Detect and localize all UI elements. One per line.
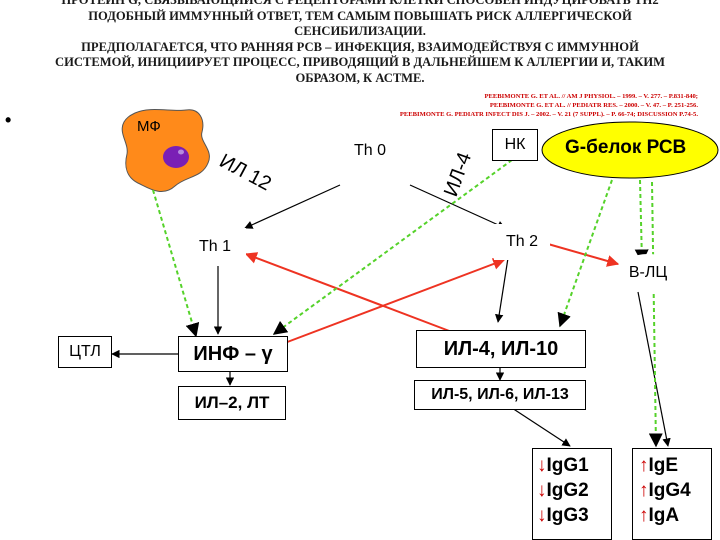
reference-line: PEEBIMONTE G. ET AL. // PEDIATR RES. – 2… [489,102,698,109]
igg3-label: IgG3 [546,505,589,526]
th2-node: Th 2 [494,224,550,260]
th1-label: Th 1 [198,238,231,255]
iga-label: IgA [648,505,680,526]
green-arrow-g-to-ige [648,181,663,448]
header-line: ПОДОБНЫЙ ИММУННЫЙ ОТВЕТ, ТЕМ САМЫМ ПОВЫШ… [88,8,632,23]
th2-label: Th 2 [505,233,538,250]
ctl-label: ЦТЛ [69,343,101,360]
il5-il6-il13-label: ИЛ-5, ИЛ-6, ИЛ-13 [431,386,569,403]
arrow-blc-to-ige [637,291,671,447]
nk-node: НК [492,129,538,161]
reference-line: PEEBIMONTE G. ET AL. // AM J PHYSIOL. – … [484,93,698,100]
mf-label: МФ [137,118,161,135]
arrow-il5-to-igg [511,407,571,447]
header-line: ОБРАЗОМ, К АСТМЕ. [295,70,425,85]
arrow-th2-to-il4-il10 [495,257,509,323]
th0-label: Th 0 [353,142,386,159]
nk-label: НК [504,136,526,153]
green-arrow-nk-to-inf [272,159,513,335]
green-arrow-g-to-il4-il10 [557,179,613,328]
ig-up-list: ↑IgE ↑IgG4 ↑IgA [639,453,691,528]
th1-node: Th 1 [184,228,246,266]
igg3-item: ↓IgG3 [537,503,589,528]
b-lc-node: B-ЛЦ [616,254,680,292]
header-line: СИСТЕМОЙ, ИНИЦИИРУЕТ ПРОЦЕСС, ПРИВОДЯЩИЙ… [54,55,665,70]
il2-lt-node: ИЛ–2, ЛТ [178,386,286,420]
il5-il6-il13-node: ИЛ-5, ИЛ-6, ИЛ-13 [414,380,586,410]
arrow-th0-to-th1 [244,184,341,229]
macrophage-nucleus-dot [178,149,184,155]
igg4-item: ↑IgG4 [639,478,691,503]
ctl-node: ЦТЛ [58,336,112,368]
il2-lt-label: ИЛ–2, ЛТ [194,393,270,412]
g-protein-label: G-белок РСВ [565,137,687,158]
references: PEEBIMONTE G. ET AL. // AM J PHYSIOL. – … [400,92,698,119]
inf-gamma-label: ИНФ – γ [193,342,273,365]
il4-il10-node: ИЛ-4, ИЛ-10 [416,330,586,368]
igg1-label: IgG1 [546,455,589,476]
up-arrow-icon: ↑ [639,455,649,476]
arrow-th0-to-th2 [409,184,506,229]
ig-up-box: ↑IgE ↑IgG4 ↑IgA [632,448,712,540]
b-lc-label: B-ЛЦ [628,264,668,281]
bullet-mark: • [5,110,12,130]
igg2-label: IgG2 [546,480,589,501]
inf-gamma-node: ИНФ – γ [178,336,288,372]
red-arrow-inf-to-th2 [281,258,506,345]
green-arrow-mf-to-inf [152,189,200,338]
ige-label: IgE [648,455,679,476]
red-arrow-th2-to-blc [547,243,620,267]
igg2-item: ↓IgG2 [537,478,589,503]
g-protein-ellipse [541,121,719,179]
th0-node: Th 0 [336,132,404,170]
red-arrow-th2-to-th1 [244,252,453,333]
down-arrow-icon: ↓ [537,505,547,526]
header-line: ПРОТЕИН G, СВЯЗЫВАЮЩИЙСЯ С РЕЦЕПТОРАМИ К… [61,0,659,7]
header-text: ПРОТЕИН G, СВЯЗЫВАЮЩИЙСЯ С РЕЦЕПТОРАМИ К… [10,0,710,87]
igg4-label: IgG4 [648,480,691,501]
igg-down-box: ↓IgG1 ↓IgG2 ↓IgG3 [532,448,612,540]
up-arrow-icon: ↑ [639,480,649,501]
header-line: СЕНСИБИЛИЗАЦИИ. [294,24,426,39]
header-line: ПРЕДПОЛАГАЕТСЯ, ЧТО РАННЯЯ РСВ – ИНФЕКЦИ… [81,39,639,54]
ige-item: ↑IgE [639,453,691,478]
iga-item: ↑IgA [639,503,691,528]
reference-line: PEEBIMONTE G. PEDIATR INFECT DIS J. – 20… [399,111,698,118]
il4-il10-label: ИЛ-4, ИЛ-10 [443,337,559,360]
igg1-item: ↓IgG1 [537,453,589,478]
green-arrow-g-to-blc [634,179,649,264]
down-arrow-icon: ↓ [537,455,547,476]
up-arrow-icon: ↑ [639,505,649,526]
macrophage-nucleus [163,146,189,168]
igg-down-list: ↓IgG1 ↓IgG2 ↓IgG3 [537,453,589,528]
down-arrow-icon: ↓ [537,480,547,501]
